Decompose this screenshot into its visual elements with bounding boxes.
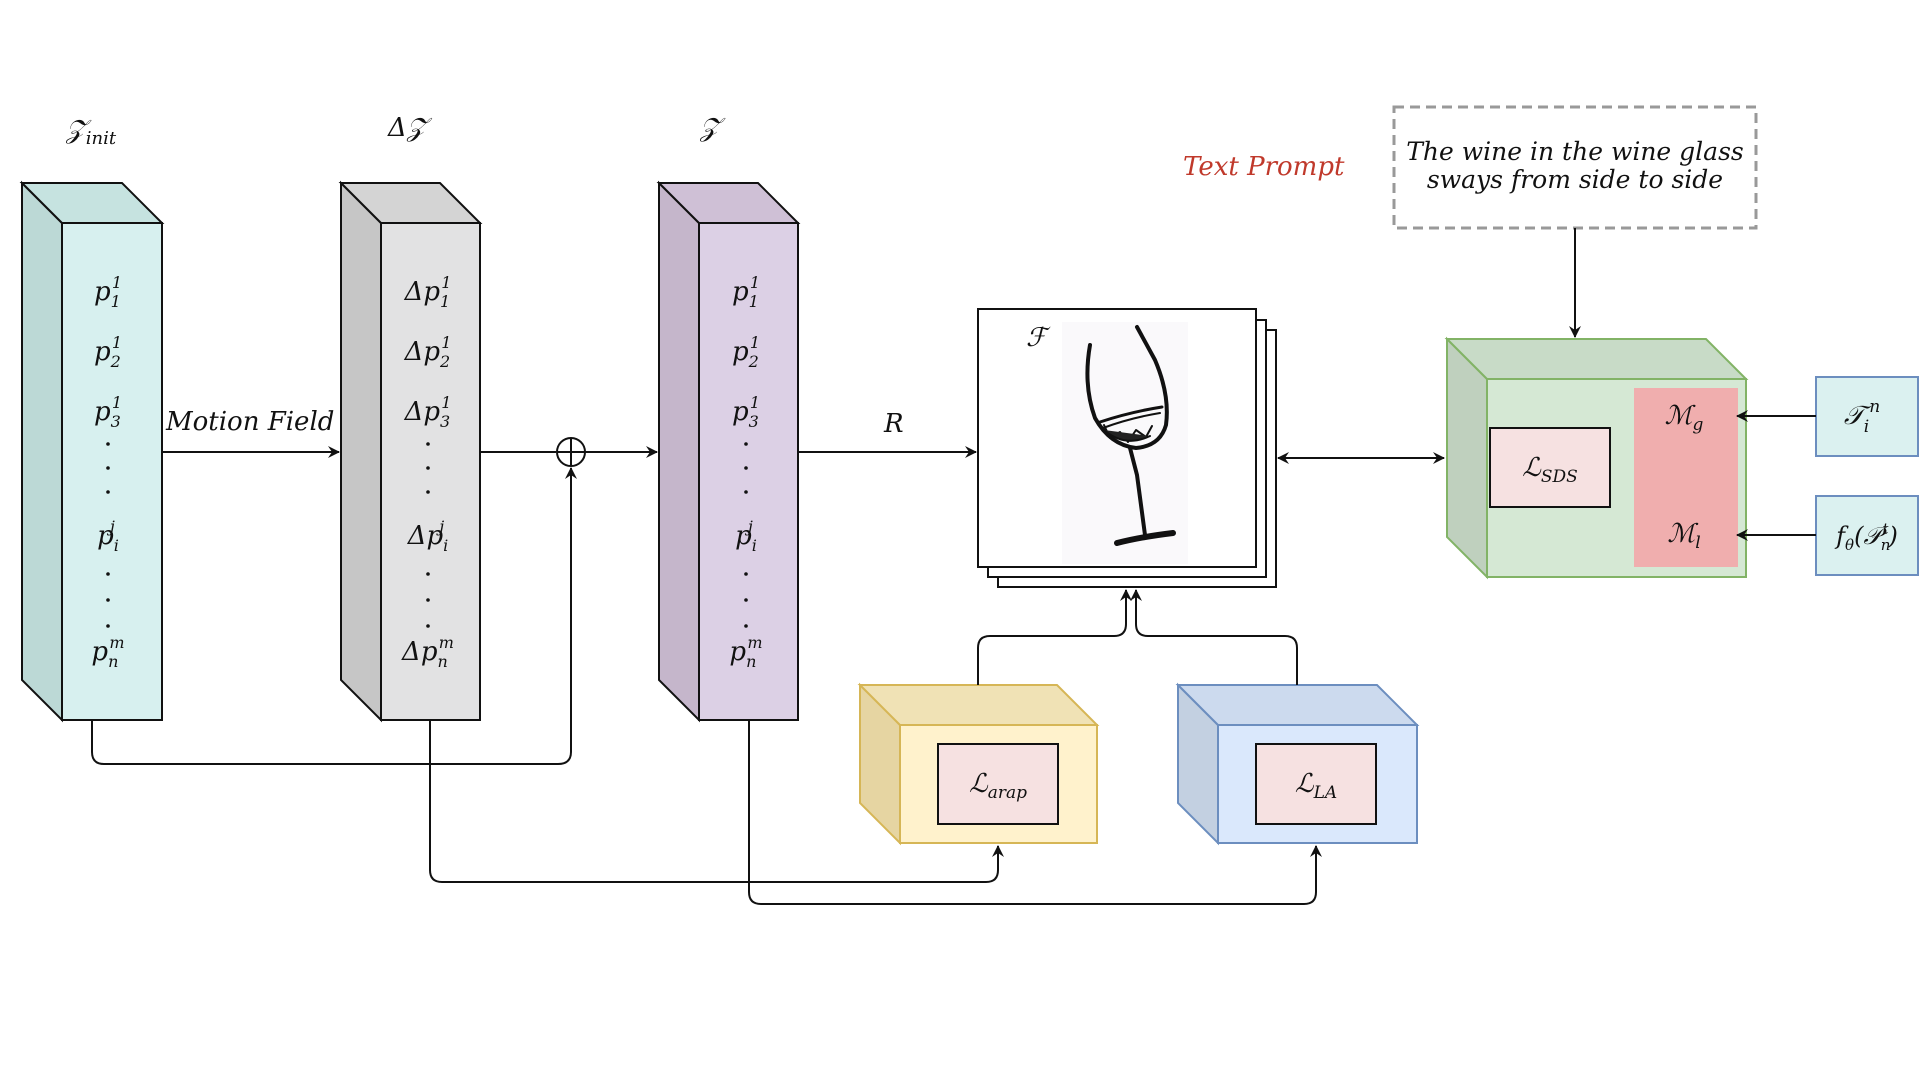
- text-prompt-line-2: sways from side to side: [1427, 165, 1723, 194]
- la-loss-label: ℒLA: [1295, 769, 1337, 803]
- delta-z-side: [340, 180, 382, 723]
- z-entry: p21: [732, 333, 760, 371]
- ellipsis-dot: [744, 490, 748, 494]
- ellipsis-dot: [426, 598, 430, 602]
- z-side: [658, 180, 700, 723]
- feature-input-label: fθ(𝒫nt): [1834, 520, 1898, 554]
- frames-stack: ℱ: [977, 308, 1277, 588]
- delta-z-to-arap-connector: [429, 720, 1004, 883]
- la-top: [1175, 684, 1420, 726]
- z-entry: p31: [732, 393, 760, 431]
- frame-image-bg: [1062, 322, 1188, 564]
- la-to-frames-connector: [1130, 589, 1298, 685]
- ellipsis-dot: [744, 624, 748, 628]
- wine-glass-illustration: [1085, 325, 1176, 546]
- sds-loss-box: [1489, 427, 1611, 508]
- ellipsis-dot: [426, 624, 430, 628]
- motion-field-label: Motion Field: [165, 407, 334, 437]
- arap-top: [857, 684, 1100, 726]
- delta-z-entry: Δp31: [404, 393, 452, 431]
- ellipsis-dot: [426, 572, 430, 576]
- mask-panel: [1634, 388, 1738, 567]
- z-entry: p11: [732, 273, 760, 311]
- delta-z-front: [380, 222, 481, 721]
- text-prompt-box: [1392, 105, 1758, 230]
- global-mask-label: ℳg: [1665, 401, 1704, 435]
- ellipsis-dot: [744, 572, 748, 576]
- delta-z-entry: Δp21: [404, 333, 452, 371]
- delta-z-label: Δ𝒵: [387, 113, 433, 143]
- z-column: [656, 180, 801, 723]
- z-entry: pnm: [729, 633, 762, 671]
- ellipsis-dot: [426, 490, 430, 494]
- z-init-entry: p21: [94, 333, 122, 371]
- z-init-skip-connector: [91, 467, 577, 765]
- z-init-entry: pij: [97, 517, 119, 555]
- ellipsis-dot: [106, 442, 110, 446]
- z-init-front: [61, 222, 163, 721]
- sds-box: ℒSDS ℳg ℳl: [1444, 336, 1749, 580]
- ellipsis-dot: [426, 466, 430, 470]
- ellipsis-dot: [106, 598, 110, 602]
- la-loss-box: ℒLA: [1175, 682, 1420, 846]
- text-prompt-line-1: The wine in the wine glass: [1406, 137, 1744, 166]
- delta-z-entry: Δp11: [404, 273, 452, 311]
- sum-node: [556, 437, 586, 467]
- arap-loss-box: ℒarap: [857, 682, 1100, 846]
- z-init-label: 𝒵init: [65, 115, 117, 149]
- z-init-entry: pnm: [91, 633, 124, 671]
- ellipsis-dot: [106, 624, 110, 628]
- z-init-entry: p11: [94, 273, 122, 311]
- la-inner-box: [1255, 743, 1377, 825]
- sds-side: [1446, 336, 1488, 580]
- delta-z-entry: Δpij: [407, 517, 449, 555]
- z-init-entry: p31: [94, 393, 122, 431]
- arap-to-frames-connector: [977, 589, 1132, 685]
- ellipsis-dot: [106, 572, 110, 576]
- z-init-side: [21, 180, 63, 723]
- ellipsis-dot: [106, 490, 110, 494]
- z-init-column: [19, 180, 165, 723]
- ellipsis-dot: [744, 598, 748, 602]
- template-input-box: [1815, 376, 1919, 457]
- text-prompt-label: Text Prompt: [1183, 152, 1345, 182]
- render-label: R: [883, 409, 904, 439]
- arap-loss-label: ℒarap: [969, 769, 1027, 803]
- delta-z-entry: Δpnm: [401, 633, 454, 671]
- z-to-la-connector: [748, 720, 1322, 905]
- z-label: 𝒵: [699, 113, 726, 143]
- z-entry: pij: [735, 517, 757, 555]
- local-mask-label: ℳl: [1667, 519, 1700, 553]
- delta-z-column: [338, 180, 483, 723]
- ellipsis-dot: [426, 442, 430, 446]
- ellipsis-dot: [744, 442, 748, 446]
- sds-loss-label: ℒSDS: [1522, 453, 1578, 487]
- ellipsis-dot: [106, 466, 110, 470]
- sds-top: [1444, 338, 1749, 380]
- arap-inner-box: [937, 743, 1059, 825]
- ellipsis-dot: [744, 466, 748, 470]
